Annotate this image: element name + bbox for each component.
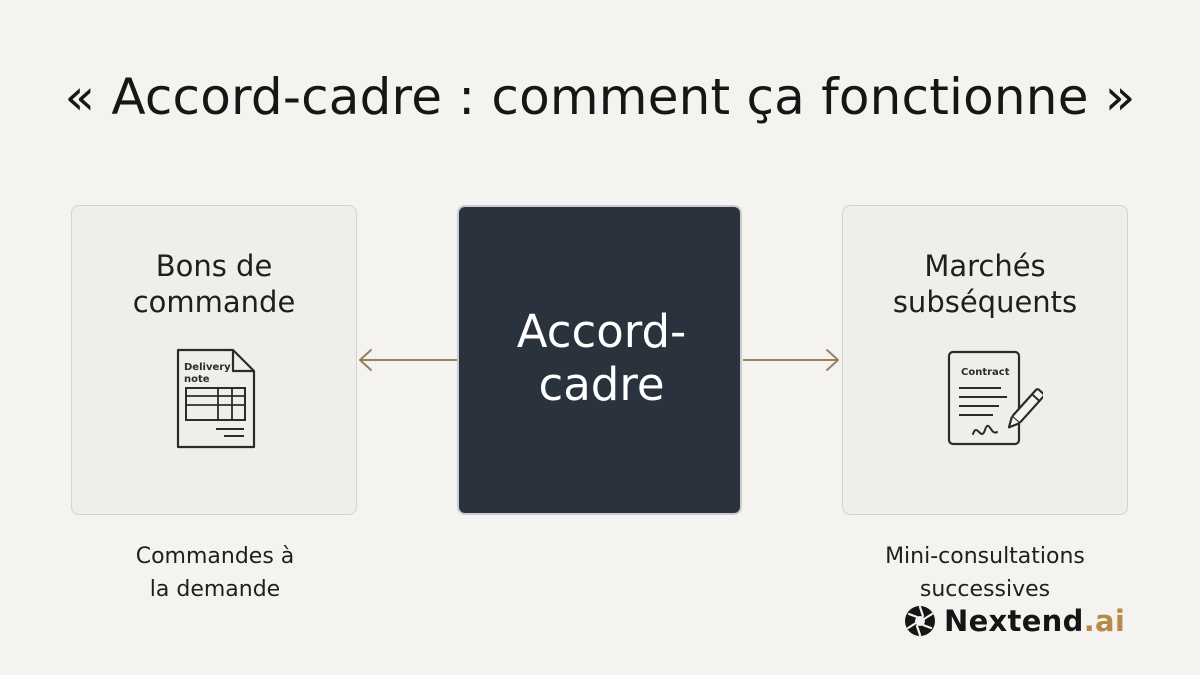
framework-agreement-card: Accord- cadre — [457, 205, 742, 515]
on-demand-orders-caption-line1: Commandes à — [135, 544, 295, 569]
arrow-right-icon — [743, 349, 839, 371]
brand-name: Nextend.ai — [944, 604, 1125, 638]
page-title: « Accord-cadre : comment ça fonctionne » — [64, 68, 1136, 126]
mini-consultations-caption-line1: Mini-consultations — [885, 544, 1085, 569]
framework-agreement-label: Accord- cadre — [479, 305, 724, 411]
purchase-orders-title-line1: Bons de — [155, 249, 273, 283]
brand-logo: Nextend.ai — [903, 601, 1125, 641]
arrow-left-icon — [359, 349, 457, 371]
delivery-note-text-line2: note — [184, 374, 210, 385]
delivery-note-text-line1: Delivery — [184, 362, 231, 373]
on-demand-orders-caption-line2: la demande — [149, 577, 281, 602]
subsequent-contracts-title-line1: Marchés — [924, 249, 1046, 283]
subsequent-contracts-title: Marchés subséquents — [843, 248, 1127, 320]
subsequent-contracts-card: Marchés subséquents Contract — [842, 205, 1128, 515]
purchase-orders-title-line2: commande — [132, 285, 296, 319]
mini-consultations-caption-line2: successives — [919, 577, 1051, 602]
contract-icon-text: Contract — [961, 367, 1010, 378]
mini-consultations-caption: Mini-consultations successives — [855, 540, 1115, 606]
brand-name-suffix: .ai — [1083, 604, 1126, 638]
purchase-orders-title: Bons de commande — [72, 248, 356, 320]
purchase-orders-card: Bons de commande Delivery note — [71, 205, 357, 515]
brand-name-main: Nextend — [944, 604, 1084, 638]
contract-icon: Contract — [947, 350, 1043, 446]
framework-agreement-line2: cadre — [538, 358, 665, 411]
aperture-logo-icon — [905, 605, 935, 637]
framework-agreement-line1: Accord- — [516, 305, 687, 358]
delivery-note-icon: Delivery note — [176, 348, 256, 449]
subsequent-contracts-title-line2: subséquents — [892, 285, 1078, 319]
on-demand-orders-caption: Commandes à la demande — [95, 540, 335, 606]
